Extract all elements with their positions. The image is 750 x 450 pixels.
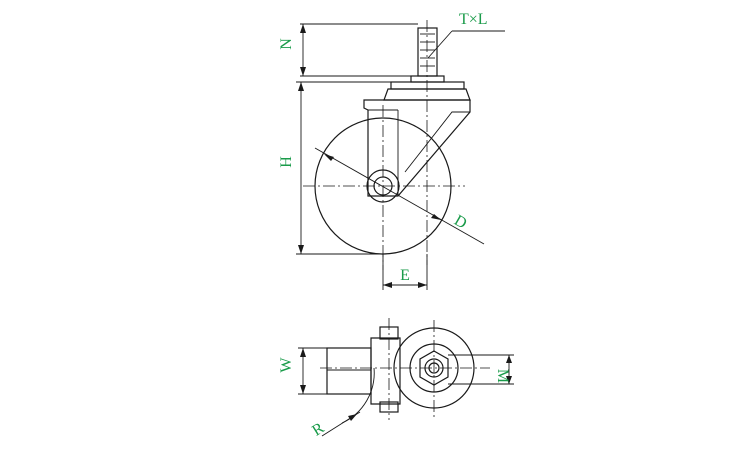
label-e: E [400, 267, 410, 284]
top-wheel [326, 347, 372, 395]
dimension-d: D [314, 147, 485, 245]
dimension-e: E [382, 254, 428, 290]
side-view: D T×L N H [278, 11, 505, 290]
label-thread: T×L [459, 11, 488, 28]
top-view: W M R [278, 318, 514, 440]
dimension-r: R [309, 367, 375, 440]
dimension-n: N [278, 23, 418, 77]
dimension-w: W [278, 347, 327, 395]
fork [363, 99, 471, 197]
label-h: H [278, 156, 295, 168]
label-d: D [451, 212, 470, 233]
side-center-lines [303, 20, 465, 270]
label-n: N [278, 38, 295, 50]
label-r: R [309, 419, 327, 439]
top-fork-bracket [370, 326, 401, 413]
label-w: W [278, 357, 295, 373]
top-center-lines [320, 318, 490, 420]
top-plate [390, 75, 465, 90]
threaded-stem [417, 27, 438, 77]
label-m: M [494, 369, 511, 383]
dimension-h: H [278, 81, 391, 255]
dimension-m: M [448, 354, 514, 385]
dimension-thread: T×L [427, 11, 505, 59]
